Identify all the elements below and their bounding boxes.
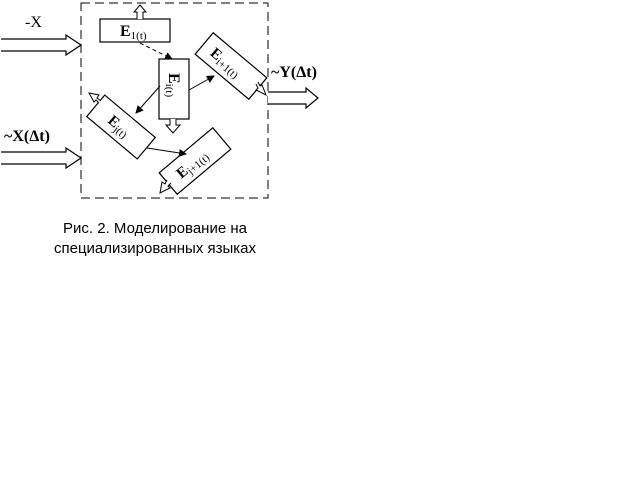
input-arrow-top bbox=[1, 33, 83, 57]
ej1-out-arrow bbox=[159, 179, 172, 194]
ei1-out-arrow bbox=[255, 81, 267, 97]
block-e1-main: E bbox=[120, 23, 131, 40]
connector-ej-ej1 bbox=[146, 147, 187, 157]
caption-line-2: специализированных языках bbox=[53, 240, 257, 257]
connector-ei-ej bbox=[135, 85, 161, 114]
output-label: ~Y(Δt) bbox=[271, 64, 317, 81]
block-ei: Ei(t) bbox=[158, 58, 190, 120]
block-ei1: Ei+1(t) bbox=[194, 31, 268, 101]
caption-line-1: Рис. 2. Моделирование на bbox=[63, 220, 247, 237]
block-ei-main: E bbox=[165, 73, 182, 84]
output-arrow bbox=[268, 86, 319, 110]
block-ej: Ej(t) bbox=[85, 94, 157, 160]
block-e1: E1(t) bbox=[99, 18, 171, 43]
svg-text:Ei(t): Ei(t) bbox=[163, 73, 182, 97]
ei-down-arrow bbox=[164, 119, 182, 134]
input-label-top: -X bbox=[25, 14, 42, 31]
block-ei-sub: i(t) bbox=[163, 84, 175, 98]
connector-e1-ei bbox=[139, 42, 173, 60]
connector-ei-ei1 bbox=[188, 75, 215, 91]
e1-up-arrow bbox=[132, 4, 148, 19]
input-label-bottom: ~X(Δt) bbox=[4, 128, 50, 145]
input-arrow-bottom bbox=[1, 146, 83, 170]
figure-caption: Рис. 2. Моделирование на специализирован… bbox=[20, 219, 290, 259]
ej-up-arrow bbox=[88, 92, 102, 104]
svg-text:E1(t): E1(t) bbox=[120, 23, 147, 42]
block-e1-sub: 1(t) bbox=[131, 30, 147, 42]
